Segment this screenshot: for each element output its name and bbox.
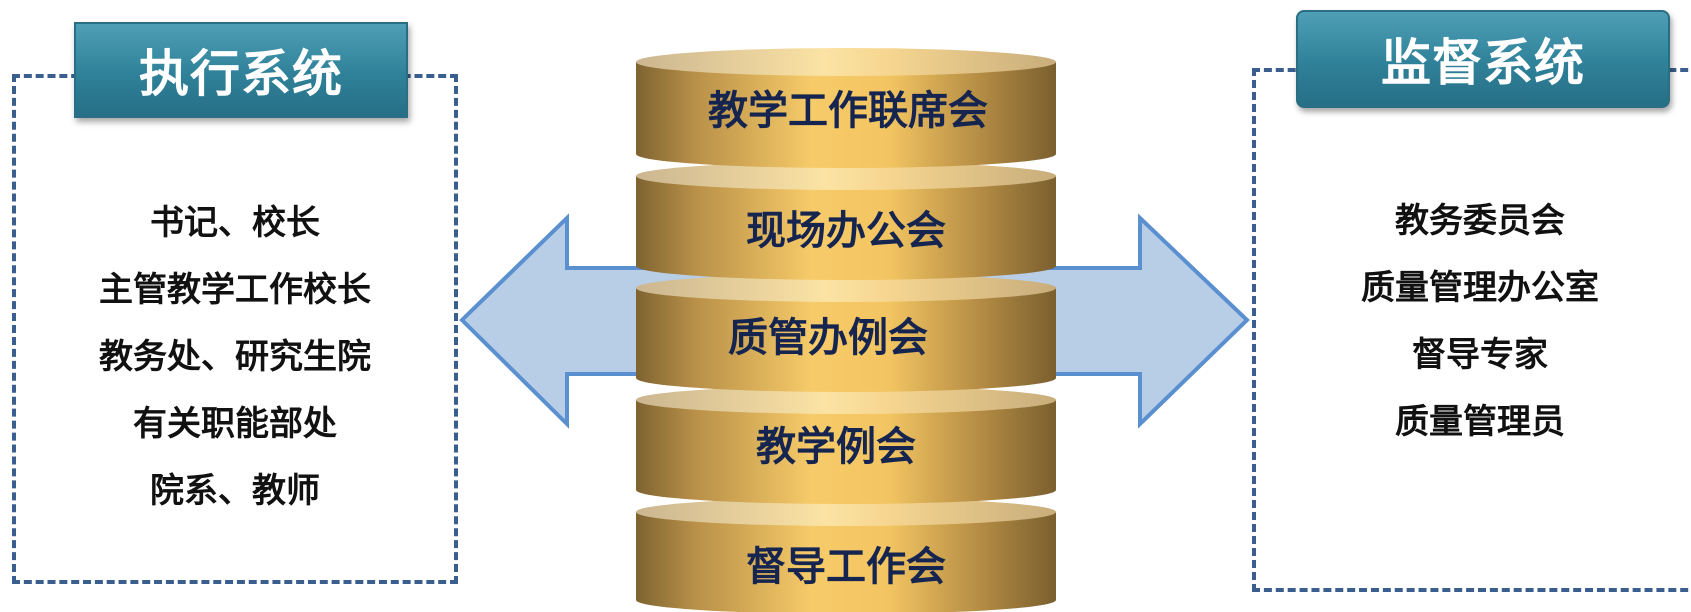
execution-item: 主管教学工作校长 (99, 270, 371, 310)
cylinder-4 (636, 386, 1056, 504)
cylinder-5 (636, 498, 1056, 612)
execution-system-list: 书记、校长 主管教学工作校长 教务处、研究生院 有关职能部处 院系、教师 (40, 190, 430, 525)
meeting-label: 现场办公会 (746, 208, 946, 254)
execution-item: 书记、校长 (150, 203, 320, 243)
supervision-item: 质量管理员 (1395, 402, 1565, 442)
supervision-item: 督导专家 (1412, 335, 1548, 375)
meeting-label: 质管办例会 (728, 315, 928, 361)
cylinder-1 (636, 48, 1056, 168)
meeting-label: 教学例会 (756, 424, 916, 470)
execution-system-title: 执行系统 (74, 22, 408, 118)
meeting-label: 督导工作会 (746, 544, 946, 590)
supervision-system-title: 监督系统 (1296, 10, 1670, 108)
execution-item: 院系、教师 (150, 471, 320, 511)
execution-item: 有关职能部处 (133, 404, 337, 444)
supervision-system-list: 教务委员会 质量管理办公室 督导专家 质量管理员 (1310, 188, 1650, 456)
meeting-label: 教学工作联席会 (708, 88, 988, 134)
cylinder-3 (636, 274, 1056, 392)
execution-item: 教务处、研究生院 (99, 337, 371, 377)
supervision-item: 教务委员会 (1395, 201, 1565, 241)
cylinder-2 (636, 162, 1056, 280)
supervision-item: 质量管理办公室 (1361, 268, 1599, 308)
